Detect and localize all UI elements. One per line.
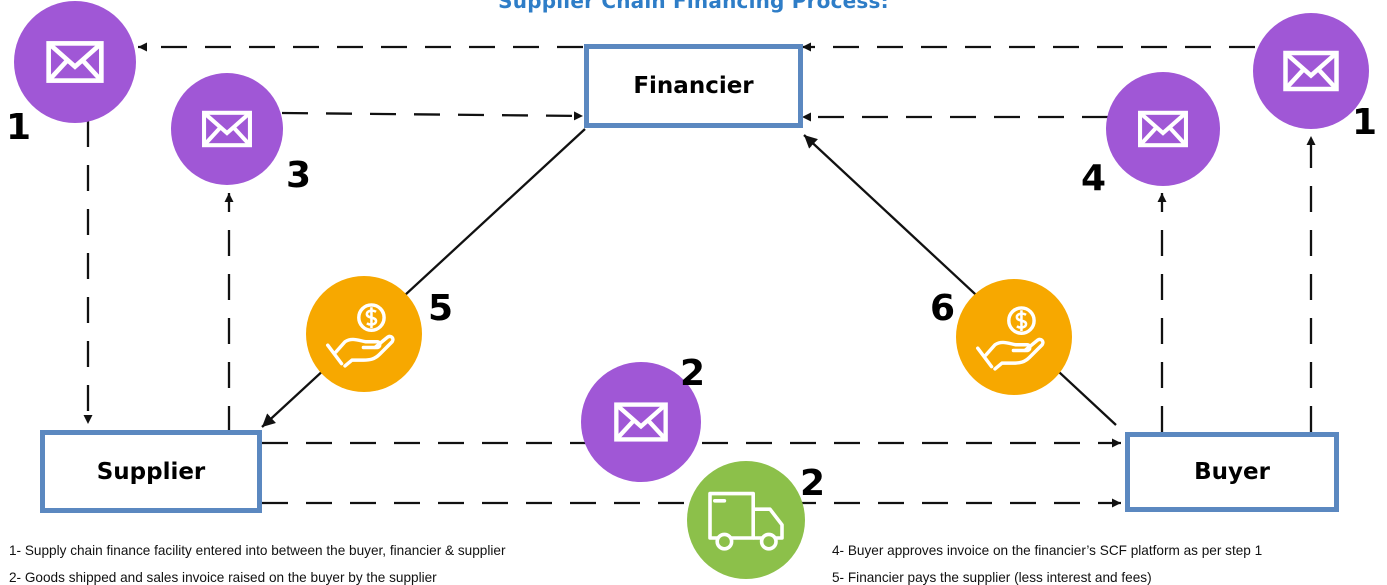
step-label-1-right: 1 [1352, 102, 1378, 143]
email-node-3 [171, 73, 283, 185]
step-label-5: 5 [428, 288, 454, 329]
diagram-title: Supplier Chain Financing Process: [498, 0, 889, 13]
email-node-1-right [1253, 13, 1369, 129]
buyer-node: Buyer [1125, 432, 1339, 512]
goods-node-2 [687, 461, 805, 579]
step-label-6: 6 [930, 288, 956, 329]
note-step-1: 1- Supply chain finance facility entered… [9, 543, 506, 558]
step-label-1-left: 1 [6, 107, 32, 148]
email-node-2-invoice [581, 362, 701, 482]
financier-node: Financier [584, 44, 803, 128]
supplier-node: Supplier [40, 430, 262, 513]
note-step-2: 2- Goods shipped and sales invoice raise… [9, 570, 437, 585]
payment-node-6 [956, 279, 1072, 395]
note-step-4: 4- Buyer approves invoice on the financi… [832, 543, 1263, 558]
arrow-email-3-to-financier [281, 111, 584, 121]
note-step-5: 5- Financier pays the supplier (less int… [832, 570, 1152, 585]
step-label-2-goods: 2 [800, 463, 826, 504]
arrow-financier-to-supplier-payment [261, 128, 586, 428]
step-label-2-invoice: 2 [680, 353, 706, 394]
payment-node-5 [306, 276, 422, 392]
arrow-buyer-to-financier-payment [803, 134, 1117, 426]
email-node-1-left [14, 1, 136, 123]
step-label-3: 3 [286, 155, 312, 196]
email-node-4 [1106, 72, 1220, 186]
step-label-4: 4 [1081, 158, 1107, 199]
